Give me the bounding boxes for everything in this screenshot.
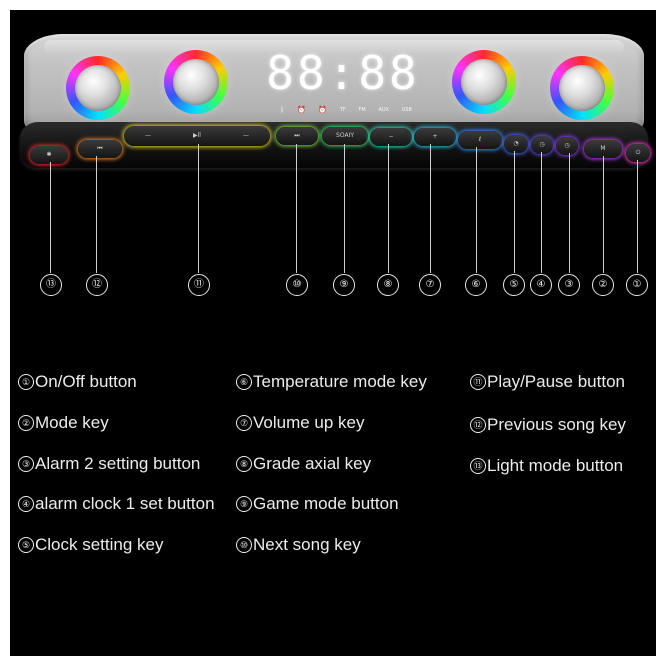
callout-leader-line <box>388 144 389 273</box>
callout-1: ① <box>626 274 648 296</box>
bluetooth-icon: ᛒ <box>280 106 285 114</box>
callout-leader-line <box>198 144 199 273</box>
callout-leader-line <box>344 144 345 273</box>
callout-leader-line <box>569 153 570 273</box>
callout-8: ⑧ <box>377 274 399 296</box>
power-button[interactable]: ⏻ <box>626 144 650 162</box>
callout-13: ⑬ <box>40 274 62 296</box>
mode-label-usb: USB <box>401 107 412 113</box>
rgb-speaker-ring <box>452 50 516 114</box>
callout-7: ⑦ <box>419 274 441 296</box>
callout-leader-line <box>637 160 638 273</box>
callout-leader-line <box>514 151 515 273</box>
light-mode-button[interactable]: ✱ <box>30 146 68 164</box>
callout-leader-line <box>430 144 431 273</box>
play-pause-right-mark: — <box>242 132 249 139</box>
play-pause-button[interactable]: — ▶ll — <box>124 126 270 146</box>
callout-leader-line <box>96 156 97 273</box>
led-clock-display: 88:88 ᛒ ⏰ ⏰ TF FM AUX USB <box>266 46 420 118</box>
clock-setting-button[interactable]: ◔ <box>504 135 528 153</box>
mode-label-tf: TF <box>339 107 346 113</box>
callout-leader-line <box>603 156 604 273</box>
speaker-grille <box>559 65 605 111</box>
rgb-speaker-ring <box>550 56 614 120</box>
play-pause-left-mark: — <box>145 132 151 139</box>
callout-leader-line <box>541 152 542 273</box>
game-mode-button[interactable]: SOAIY <box>322 127 368 145</box>
mode-label-aux: AUX <box>378 107 389 113</box>
speaker-grille <box>75 65 121 111</box>
callout-4: ④ <box>530 274 552 296</box>
speaker-grille <box>173 59 219 105</box>
alarm-1-set-button[interactable]: ◷ <box>531 136 553 154</box>
mode-label-fm: FM <box>358 107 366 113</box>
rgb-speaker-ring <box>66 56 130 120</box>
callout-3: ③ <box>558 274 580 296</box>
volume-up-button[interactable]: + <box>414 128 456 146</box>
callout-9: ⑨ <box>333 274 355 296</box>
grade-axial-button[interactable]: − <box>370 128 412 146</box>
callout-5: ⑤ <box>503 274 525 296</box>
rgb-speaker-ring <box>164 50 228 114</box>
previous-song-button[interactable]: ⏮ <box>78 140 122 158</box>
callout-11: ⑪ <box>188 274 210 296</box>
alarm-2-set-button[interactable]: ◷ <box>556 137 578 155</box>
play-pause-icon: ▶ll <box>193 132 201 139</box>
callout-leader-line <box>296 144 297 273</box>
callout-leader-line <box>476 147 477 273</box>
callout-10: ⑩ <box>286 274 308 296</box>
callout-2: ② <box>592 274 614 296</box>
alarm-icon: ⏰ <box>296 106 306 114</box>
callout-6: ⑥ <box>465 274 487 296</box>
display-mode-indicators: ᛒ ⏰ ⏰ TF FM AUX USB <box>280 106 412 114</box>
next-song-button[interactable]: ⏭ <box>276 127 318 145</box>
product-diagram: 88:88 ᛒ ⏰ ⏰ TF FM AUX USB ✱ ⏮ — ▶ll — ⏭ … <box>10 10 656 656</box>
temperature-mode-button[interactable]: ℓ <box>458 131 502 149</box>
speaker-grille <box>461 59 507 105</box>
mode-button[interactable]: M <box>584 140 622 158</box>
callout-12: ⑫ <box>86 274 108 296</box>
display-digits: 88:88 <box>266 46 420 100</box>
callout-leader-line <box>50 162 51 273</box>
alarm-icon: ⏰ <box>318 106 328 114</box>
